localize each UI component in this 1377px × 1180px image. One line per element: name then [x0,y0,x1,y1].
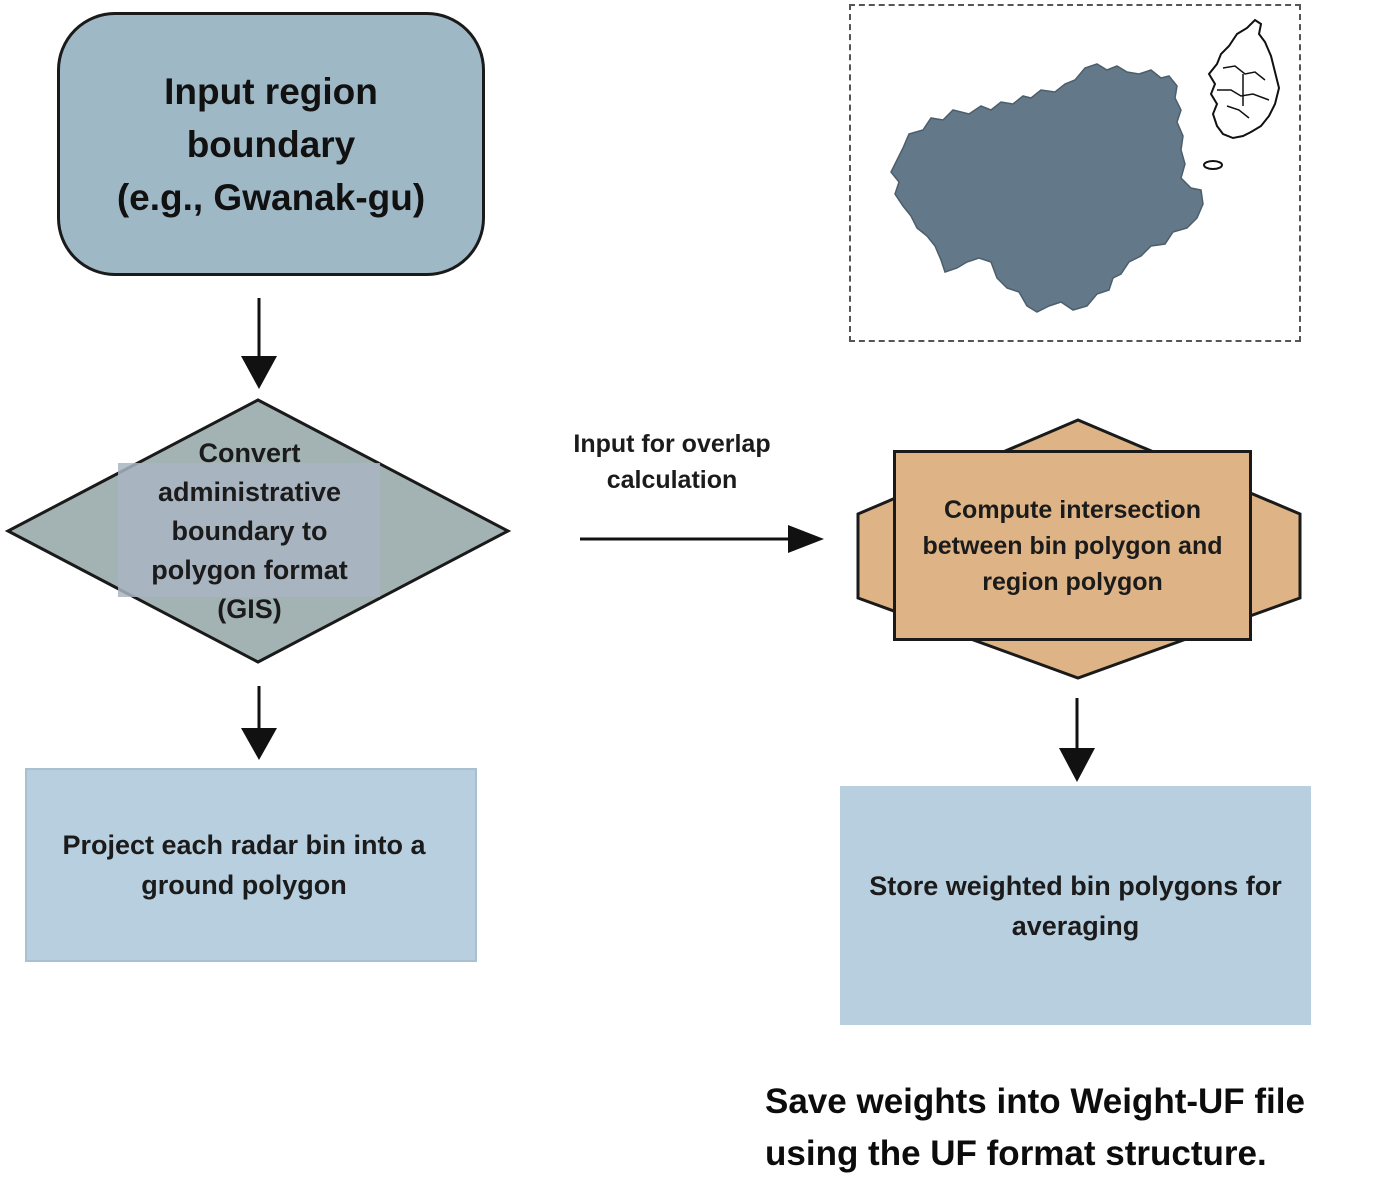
gwanak-region-shape [890,63,1204,313]
input-region-box: Input region boundary (e.g., Gwanak-gu) [57,12,485,276]
input-region-label: Input region boundary (e.g., Gwanak-gu) [116,70,426,218]
arrow-to-compute [580,525,824,553]
convert-label-panel [118,463,380,597]
arrow-input-to-convert [241,298,277,389]
convert-polygon-label: Convert administrative boundary to polyg… [151,437,348,624]
overlap-edge-label: Input for overlap calculation [573,430,771,494]
store-weights-box: Store weighted bin polygons for averagin… [840,786,1311,1025]
compute-intersection-label: Compute intersection between bin polygon… [922,495,1223,596]
project-bins-box: Project each radar bin into a ground pol… [25,768,477,962]
arrow-compute-to-store [1059,698,1095,782]
store-weights-label: Store weighted bin polygons for averagin… [869,870,1282,941]
save-weights-note: Save weights into Weight-UF file using t… [765,1082,1305,1173]
map-inset [849,4,1301,342]
arrow-convert-to-project [241,686,277,760]
region-map-icon [890,18,1281,313]
compute-intersection-box: Compute intersection between bin polygon… [893,450,1252,641]
project-bins-label: Project each radar bin into a ground pol… [62,830,426,900]
korea-outline-icon [1203,18,1281,170]
